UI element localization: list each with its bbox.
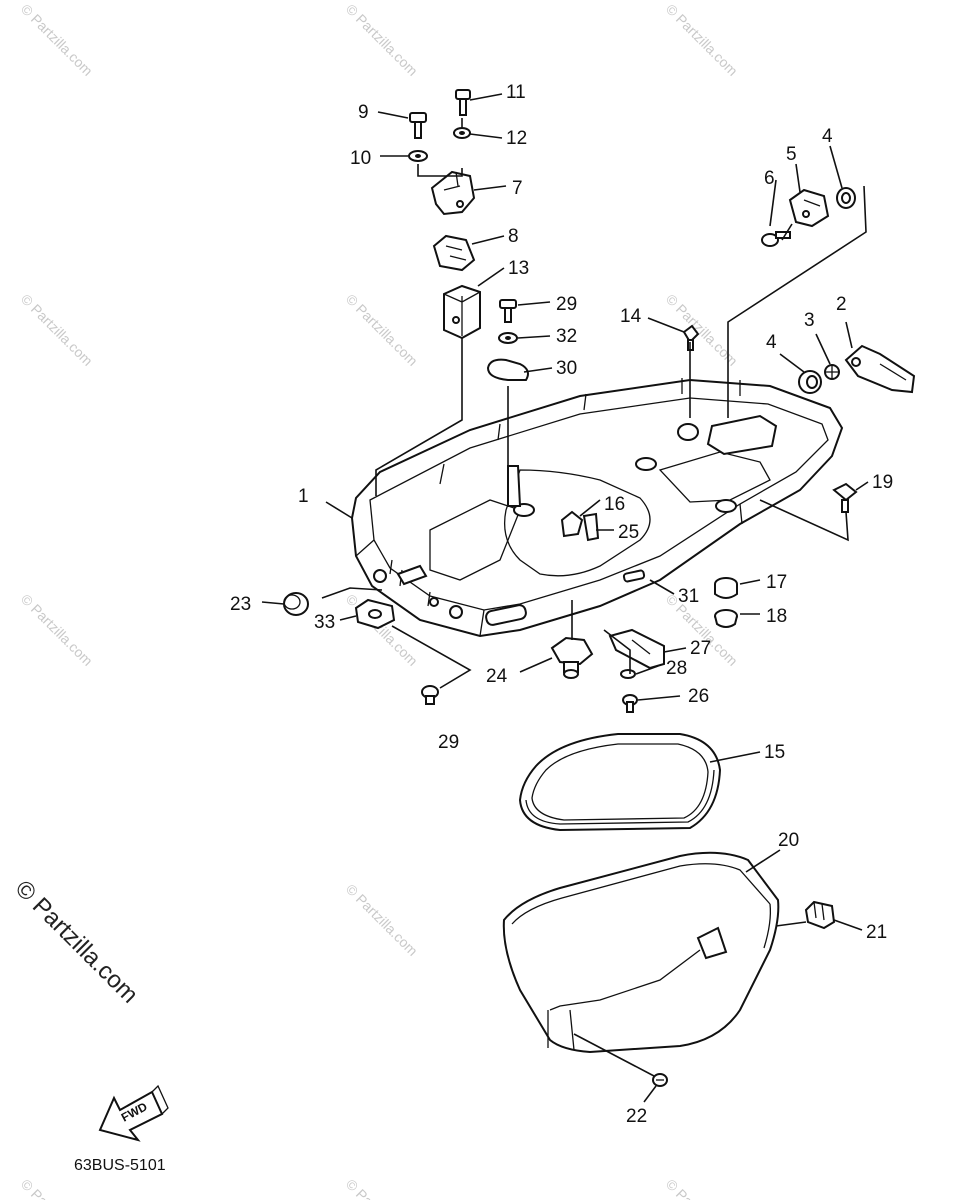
- watermark: © Partzilla.com: [18, 291, 96, 369]
- part-lower-pan-20: [502, 851, 780, 1054]
- callout-4: 4: [822, 126, 833, 147]
- fwd-arrow-icon: FWD: [98, 1084, 169, 1142]
- watermark: © Partzilla.com: [663, 291, 741, 369]
- callout-20: 20: [778, 830, 799, 851]
- callout-9: 9: [358, 102, 369, 123]
- watermark: © Partzilla.com: [18, 1176, 96, 1200]
- watermark: © Partzilla.com: [18, 1, 96, 79]
- callout-28: 28: [666, 658, 687, 679]
- part-grommet-4-top: [836, 187, 856, 209]
- part-washer-32: [498, 332, 518, 344]
- callout-8: 8: [508, 226, 519, 247]
- part-washer-3: [824, 364, 840, 380]
- callout-21: 21: [866, 922, 887, 943]
- callout-5: 5: [786, 144, 797, 165]
- callout-23: 23: [230, 594, 251, 615]
- callout-7: 7: [512, 178, 523, 199]
- callout-16: 16: [604, 494, 625, 515]
- part-bolt-11: [455, 89, 471, 116]
- part-pad-30: [486, 358, 529, 381]
- part-clip-5: [788, 188, 830, 228]
- part-switch-24: [550, 636, 594, 679]
- part-screw-26: [622, 694, 638, 713]
- part-grommet-4-mid: [798, 370, 822, 394]
- callout-14: 14: [620, 306, 642, 327]
- part-grommet-17: [714, 577, 738, 599]
- callout-29: 29: [556, 294, 577, 315]
- part-grommet-18: [714, 609, 738, 628]
- callout-30: 30: [556, 358, 577, 379]
- part-bracket-27: [608, 628, 665, 670]
- watermark: © Partzilla.com: [663, 1, 741, 79]
- part-washer-10: [408, 150, 428, 162]
- callout-19: 19: [872, 472, 893, 493]
- part-clip-21: [804, 900, 836, 930]
- watermark: © Partzilla.com: [663, 1176, 741, 1200]
- leader-lines: [261, 93, 869, 1103]
- callout-10: 10: [350, 148, 371, 169]
- callout-labels: 1 2 3 4 4 5 6 7 8 9 10 11 12 13 14 15 16…: [230, 82, 893, 1127]
- part-screw-22: [652, 1073, 668, 1087]
- part-bracket-7: [430, 170, 476, 216]
- watermark: © Partzilla.com: [343, 1176, 421, 1200]
- callout-2: 2: [836, 294, 847, 315]
- callout-3: 3: [804, 310, 815, 331]
- watermark: © Partzilla.com: [343, 1, 421, 79]
- part-screw-19: [832, 482, 858, 513]
- part-holder-8: [432, 234, 476, 272]
- part-lever-2: [844, 344, 916, 394]
- callout-11: 11: [506, 82, 526, 103]
- watermark-large: © Partzilla.com: [10, 875, 143, 1008]
- callout-17: 17: [766, 572, 787, 593]
- part-screw-14: [682, 324, 700, 351]
- callout-1: 1: [298, 486, 309, 507]
- callout-29: 29: [438, 732, 459, 753]
- part-washer-28: [620, 669, 636, 679]
- callout-33: 33: [314, 612, 335, 633]
- callout-15: 15: [764, 742, 785, 763]
- part-seal-33: [354, 598, 396, 630]
- watermark: © Partzilla.com: [343, 291, 421, 369]
- callout-24: 24: [486, 666, 508, 687]
- callout-31: 31: [678, 586, 699, 607]
- part-screw-6: [761, 231, 791, 247]
- part-bottom-cowling-1: [350, 378, 844, 638]
- callout-25: 25: [618, 522, 639, 543]
- part-bolt-29-bottom: [421, 685, 439, 705]
- callout-22: 22: [626, 1106, 647, 1127]
- part-plug-23: [283, 592, 309, 616]
- part-bolt-9: [409, 112, 427, 139]
- callout-6: 6: [764, 168, 775, 189]
- callout-27: 27: [690, 638, 711, 659]
- callout-18: 18: [766, 606, 787, 627]
- callout-26: 26: [688, 686, 709, 707]
- part-seal-15: [518, 733, 722, 832]
- diagram-code: 63BUS-5101: [74, 1157, 166, 1174]
- callout-13: 13: [508, 258, 529, 279]
- callout-32: 32: [556, 326, 577, 347]
- watermark: © Partzilla.com: [18, 591, 96, 669]
- part-block-13: [443, 284, 481, 340]
- part-washer-12: [453, 127, 471, 139]
- watermark: © Partzilla.com: [343, 881, 421, 959]
- callout-12: 12: [506, 128, 527, 149]
- callout-4: 4: [766, 332, 777, 353]
- part-bolt-29-top: [499, 299, 517, 323]
